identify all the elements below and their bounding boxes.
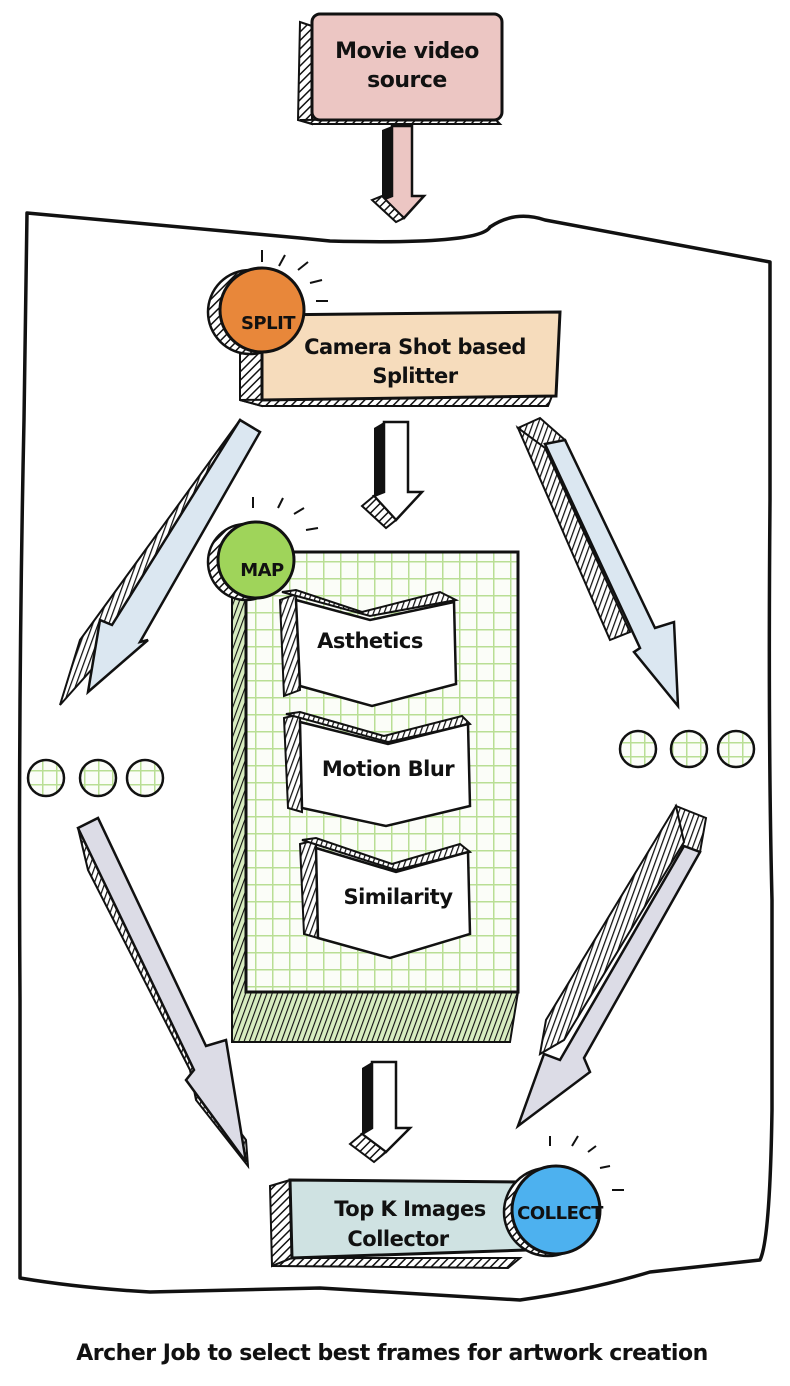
map-stage-motion-blur[interactable]: Motion Blur (282, 710, 472, 828)
ellipsis-dot (26, 758, 66, 798)
arrow-splitter-to-right (515, 416, 680, 710)
stage-label: Similarity (343, 885, 453, 909)
arrow-source-to-splitter (370, 124, 427, 224)
ellipsis-dot (618, 729, 658, 769)
map-panel[interactable]: Asthetics Motion Blur Similarity (231, 550, 520, 1043)
map-stage-similarity[interactable]: Similarity (298, 836, 473, 960)
source-label-line1: Movie video (335, 39, 479, 64)
left-parallel-ellipsis (26, 758, 165, 798)
collector-label-line1: Top K Images (334, 1197, 486, 1221)
collector-node[interactable]: Top K Images Collector (268, 1178, 528, 1270)
arrow-splitter-to-map (360, 420, 425, 530)
ellipsis-dot (125, 758, 165, 798)
source-label-line2: source (367, 68, 447, 93)
stage-label: Motion Blur (322, 757, 455, 781)
arrow-map-to-collector (348, 1060, 414, 1164)
right-parallel-ellipsis (618, 729, 756, 769)
split-badge-label: SPLIT (241, 313, 296, 334)
split-badge: SPLIT (206, 250, 328, 356)
collector-label-line2: Collector (347, 1227, 449, 1251)
ellipsis-dot (716, 729, 756, 769)
diagram-caption: Archer Job to select best frames for art… (76, 1341, 707, 1366)
collect-badge: COLLECT (502, 1135, 624, 1258)
source-node[interactable]: Movie video source (296, 12, 504, 126)
map-badge-label: MAP (240, 560, 284, 581)
arrow-right-to-collector (515, 803, 708, 1130)
ellipsis-dot (669, 729, 709, 769)
arrow-left-to-collector (76, 816, 250, 1170)
sparkle-icon (252, 497, 322, 553)
ellipsis-dot (78, 758, 118, 798)
arrow-splitter-to-left (59, 418, 262, 706)
collect-badge-label: COLLECT (517, 1203, 604, 1224)
splitter-node[interactable]: Camera Shot based Splitter (239, 310, 562, 408)
job-boundary (17, 211, 774, 1302)
stage-label: Asthetics (317, 629, 423, 653)
map-stage-asthetics[interactable]: Asthetics (278, 588, 460, 708)
map-badge: MAP (206, 497, 322, 602)
splitter-label-line2: Splitter (372, 364, 458, 388)
sparkle-icon (261, 250, 328, 302)
sparkle-icon (549, 1135, 624, 1191)
splitter-label-line1: Camera Shot based (304, 335, 526, 359)
